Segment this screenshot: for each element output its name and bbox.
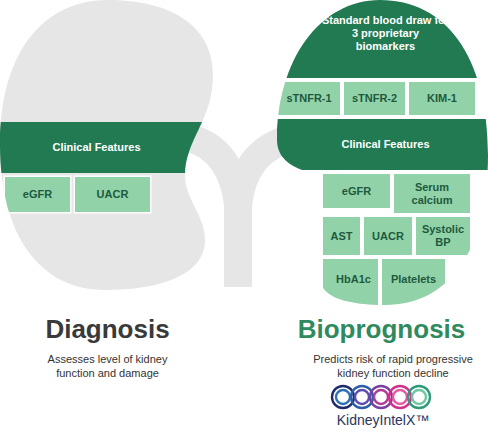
panel-heading: Bioprognosis [275, 314, 488, 344]
box-label: Serum calcium [408, 181, 456, 207]
biomarker-box: eGFR [5, 177, 70, 212]
logo-rings [332, 386, 430, 408]
biomarker-box: sTNFR-2 [344, 82, 405, 115]
feature-band: Clinical Features [275, 119, 488, 170]
biomarker-box: KIM-1 [409, 82, 475, 115]
box-label: UACR [372, 230, 404, 243]
feature-band: Standard blood draw for 3 proprietary bi… [275, 0, 488, 78]
kidney-panel: Standard blood draw for 3 proprietary bi… [275, 0, 488, 380]
band-label: Clinical Features [341, 138, 429, 151]
logo-ring [336, 390, 350, 404]
box-label: AST [331, 230, 353, 243]
logo-ring [412, 390, 426, 404]
ureter-shape [190, 138, 292, 287]
box-label: UACR [97, 188, 129, 201]
logo-ring [355, 390, 369, 404]
biomarker-box: UACR [364, 217, 412, 255]
biomarker-box: Systolic BP [416, 217, 470, 255]
panel-subtitle: Assesses level of kidney function and da… [30, 352, 185, 380]
logo-ring [374, 390, 388, 404]
box-label: sTNFR-1 [286, 92, 331, 105]
band-label: Standard blood draw for 3 proprietary bi… [321, 14, 450, 53]
kidney-panel: Clinical Features eGFR UACR DiagnosisAssess… [0, 0, 215, 380]
box-label: HbA1c [336, 273, 371, 286]
box-label: eGFR [23, 188, 52, 201]
panel-heading: Diagnosis [0, 314, 215, 344]
box-label: KIM-1 [427, 92, 457, 105]
biomarker-box: HbA1c [323, 259, 378, 305]
kidney-clip: Clinical Features eGFR UACR [0, 0, 215, 292]
band-label: Clinical Features [52, 141, 140, 154]
biomarker-box: UACR [75, 177, 150, 212]
box-label: eGFR [342, 185, 371, 198]
kidney-clip: Standard blood draw for 3 proprietary bi… [275, 0, 488, 306]
logo-ring [393, 390, 407, 404]
biomarker-box: sTNFR-1 [278, 82, 340, 115]
biomarker-box: Serum calcium [394, 174, 470, 213]
box-label: Systolic BP [422, 223, 464, 249]
panel-subtitle: Predicts risk of rapid progressive kidne… [303, 352, 483, 380]
box-label: sTNFR-2 [352, 92, 397, 105]
biomarker-box: Platelets [382, 259, 445, 305]
biomarker-box: AST [323, 217, 360, 255]
logo-ring [408, 386, 430, 408]
logo-wordmark: KidneyIntelX™ [318, 412, 448, 428]
feature-band: Clinical Features [0, 122, 215, 173]
biomarker-box: eGFR [323, 174, 390, 208]
box-label: Platelets [391, 273, 436, 286]
